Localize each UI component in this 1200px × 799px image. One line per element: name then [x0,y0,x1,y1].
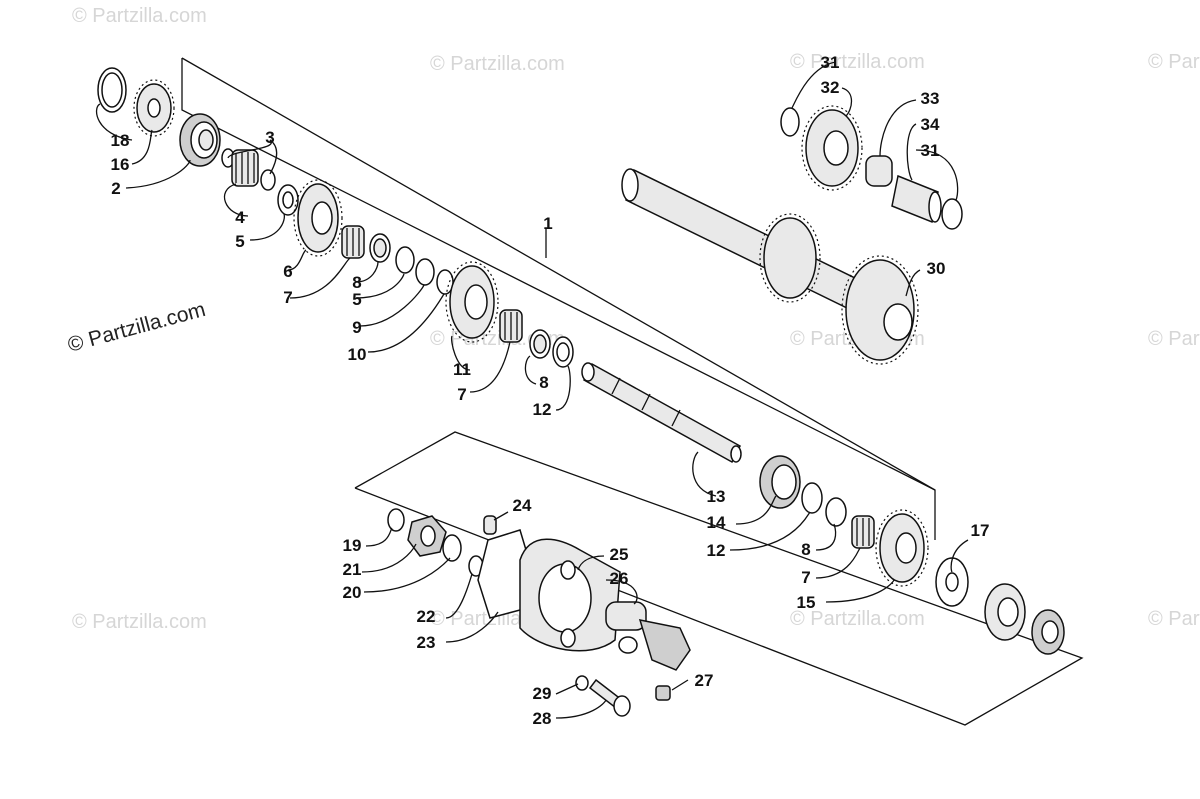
callout-17: 17 [971,521,990,540]
callout-4: 4 [235,208,245,227]
part-9-washer [415,258,435,286]
callout-16: 16 [111,155,130,174]
callout-12: 12 [533,400,552,419]
callout-7: 7 [283,288,292,307]
callout-18: 18 [111,131,130,150]
part-30-main-shaft [621,168,919,365]
callout-19: 19 [343,536,362,555]
callout-27: 27 [695,671,714,690]
part-13-shaft [581,362,742,464]
watermark: © Partzilla.com [1148,328,1200,350]
part-12-washer [801,482,823,514]
watermark: © Partzilla.com [1148,608,1200,630]
callout-33: 33 [921,89,940,108]
callout-labels: 1 2 3 4 5 6 7 8 5 9 10 11 7 8 12 13 14 1… [111,53,990,728]
callout-6: 6 [283,262,292,281]
part-29-washer [575,675,589,691]
callout-13: 13 [707,487,726,506]
part-11-gear [445,261,499,343]
part-27-screw [655,685,671,701]
part-33-bushing [865,155,893,187]
callout-9: 9 [352,318,361,337]
callout-5: 5 [352,290,361,309]
callout-1: 1 [543,214,552,233]
callout-2: 2 [111,179,120,198]
callout-23: 23 [417,633,436,652]
callout-15: 15 [797,593,816,612]
part-24-dowel [483,515,497,535]
callout-11: 11 [453,360,471,379]
part-8-spacer [369,233,391,263]
part-28-bolt [588,678,631,717]
callout-7: 7 [457,385,466,404]
callout-22: 22 [417,607,436,626]
watermark: © Partzilla.com [1148,51,1200,73]
watermark-group: © Partzilla.com © Partzilla.com © Partzi… [65,5,1200,633]
callout-26: 26 [610,569,629,588]
part-18-ring [97,67,127,113]
callout-28: 28 [533,709,552,728]
callout-10: 10 [348,345,367,364]
part-34-sleeve [891,174,942,224]
part-19-clip [387,508,405,532]
part-17-washer [935,557,969,607]
callout-20: 20 [343,583,362,602]
assembly-bracket [181,58,936,540]
part-15-gear [875,509,929,587]
assembly-bracket-top [181,57,936,491]
part-5-washer [395,246,415,274]
callout-25: 25 [610,545,629,564]
callout-5: 5 [235,232,244,251]
watermark: © Partzilla.com [790,608,925,630]
callout-21: 21 [343,560,362,579]
callout-7: 7 [801,568,810,587]
part-8-spacer [825,497,847,527]
part-ball-bearing [984,583,1026,641]
watermark-feature: © Partzilla.com [65,298,208,357]
part-20-washer [442,534,462,562]
part-25-housing [519,538,621,652]
callout-34: 34 [921,115,940,134]
part-12-washer [552,336,574,368]
part-4-needle-bearing [231,149,259,187]
part-8-spacer [529,329,551,359]
lower-assembly-bracket [354,431,1084,726]
part-32-gear [801,105,863,191]
callout-32: 32 [821,78,840,97]
part-26-actuator [605,601,691,671]
callout-29: 29 [533,684,552,703]
watermark: © Partzilla.com [72,5,207,27]
watermark: © Partzilla.com [430,53,565,75]
callout-31: 31 [821,53,840,72]
watermark: © Partzilla.com [790,51,925,73]
part-21-nut [407,515,447,557]
callout-31: 31 [921,141,940,160]
part-31-rings [780,107,963,230]
leader-lines [96,61,969,719]
callout-8: 8 [539,373,548,392]
part-5-washer [277,184,299,216]
callout-30: 30 [927,259,946,278]
callout-3: 3 [265,128,274,147]
callout-12: 12 [707,541,726,560]
part-seal [1031,609,1065,655]
callout-14: 14 [707,513,726,532]
part-7-needle-bearing [851,515,875,549]
part-7-needle-bearing [499,309,523,343]
part-7-needle-bearing [341,225,365,259]
part-6-gear [293,179,343,257]
watermark: © Partzilla.com [72,611,207,633]
part-16-gear [133,79,175,137]
callout-8: 8 [352,273,361,292]
part-14-hub [759,455,801,509]
callout-8: 8 [801,540,810,559]
callout-24: 24 [513,496,532,515]
part-2-hub [179,113,221,167]
